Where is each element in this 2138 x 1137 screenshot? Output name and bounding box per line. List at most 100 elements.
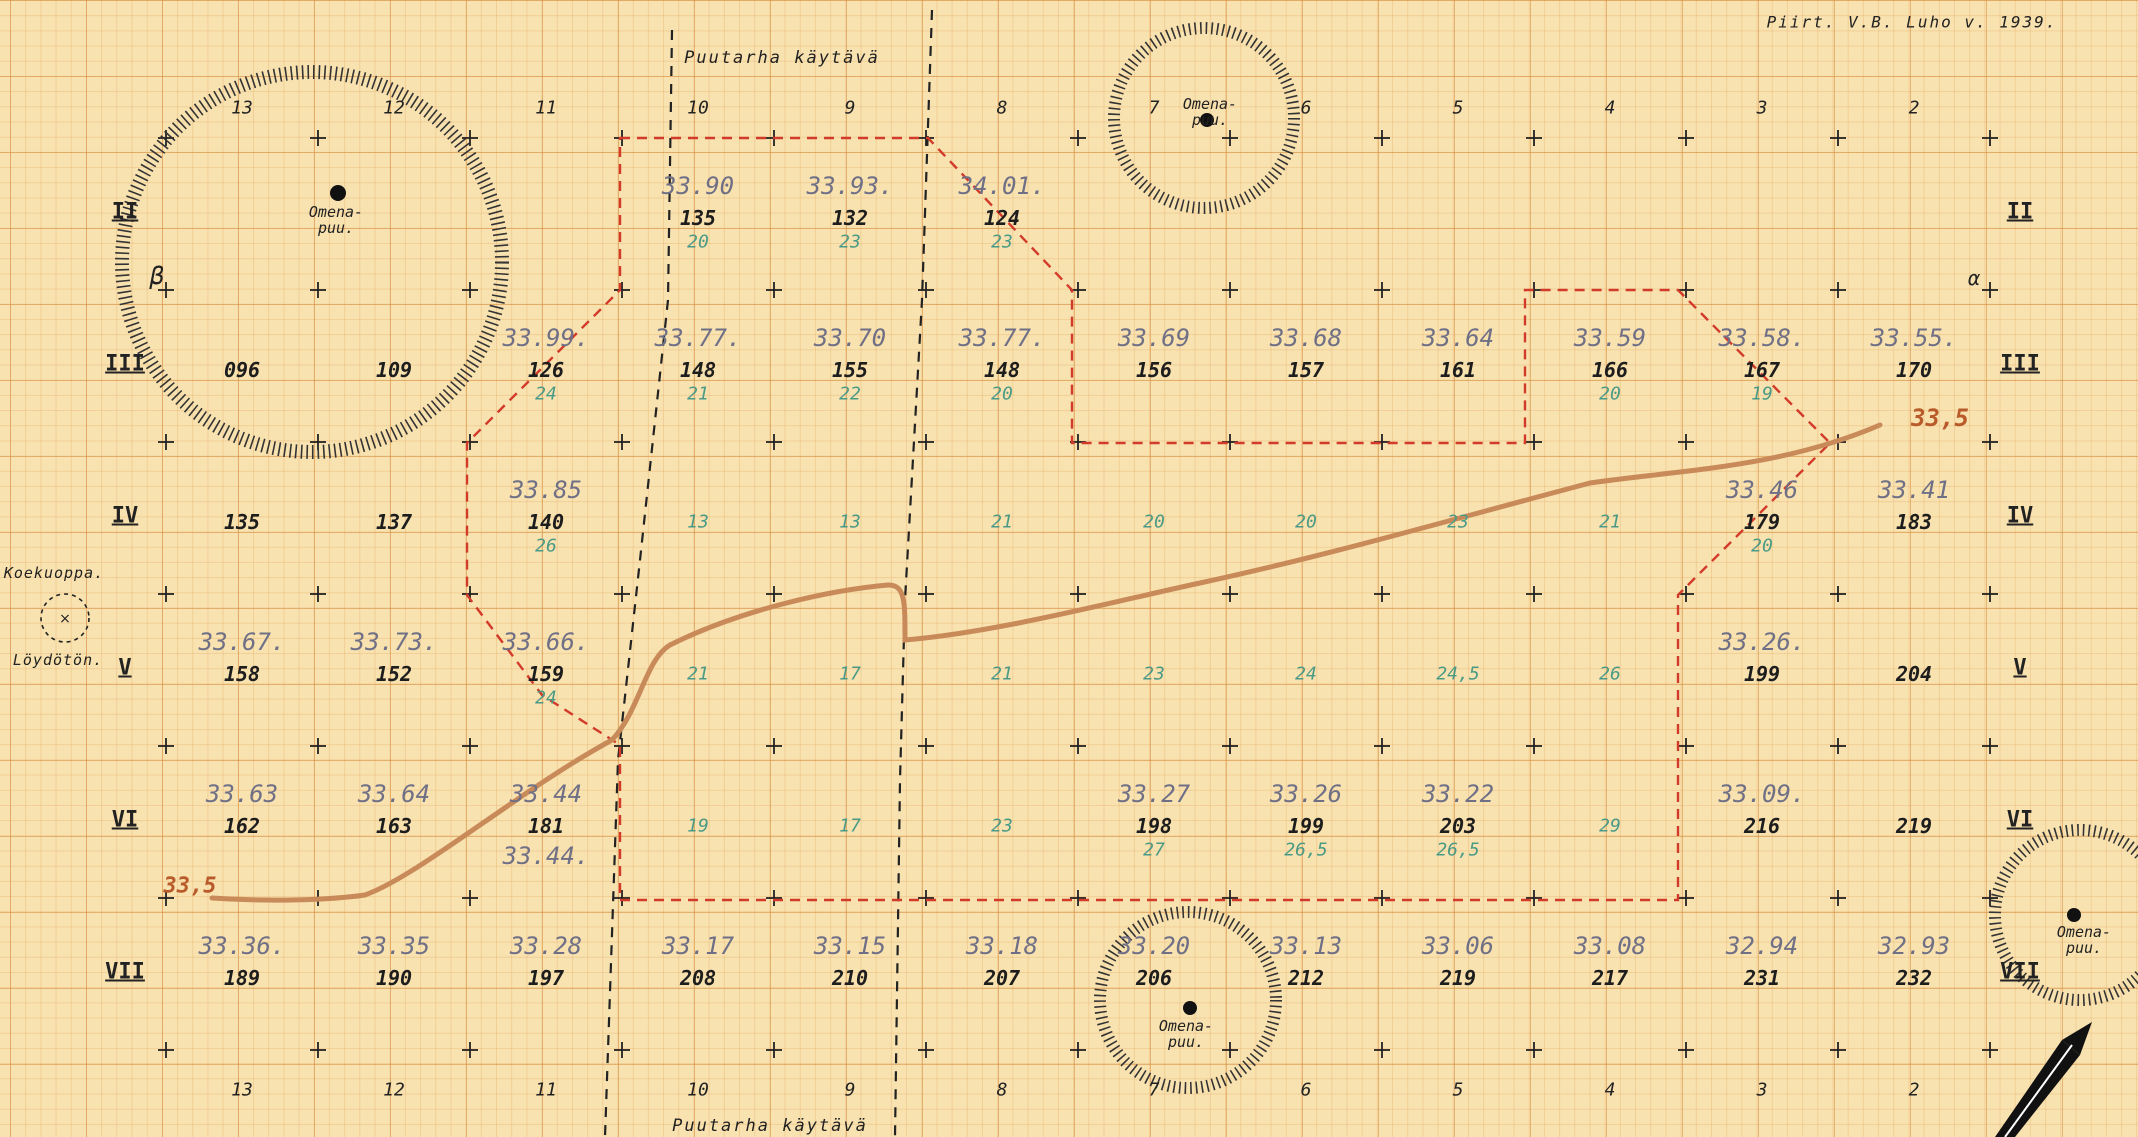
elevation-value: 33.66.: [502, 628, 590, 656]
find-number: 163: [375, 814, 413, 838]
find-number: 137: [375, 510, 413, 534]
depth-value: 23: [1447, 511, 1469, 533]
row-number: III: [2000, 351, 2040, 377]
depth-value: 23: [1143, 663, 1165, 685]
find-number: 199: [1287, 814, 1325, 838]
depth-value: 21: [687, 383, 709, 405]
find-number: 157: [1287, 358, 1325, 382]
find-number: 219: [1895, 814, 1933, 838]
find-number: 216: [1743, 814, 1781, 838]
depth-value: 20: [991, 383, 1013, 405]
tree-trunk-icon: [1183, 1001, 1197, 1015]
find-number: 124: [983, 206, 1021, 230]
elevation-value: 33.85: [509, 476, 583, 504]
find-number: 109: [375, 358, 413, 382]
find-number: 199: [1743, 662, 1781, 686]
tree-canopy-bottom: [1094, 906, 1282, 1094]
depth-value: 20: [1143, 511, 1165, 533]
path-boundary-right: [893, 9, 934, 1137]
elevation-value: 33.63: [205, 780, 279, 808]
depth-value: 26,5: [1284, 839, 1328, 861]
excavation-boundary: [465, 136, 1832, 902]
elevation-value: 33.70: [813, 324, 887, 352]
test-pit-circle: [40, 593, 90, 643]
elevation-value: 33.59: [1573, 324, 1647, 352]
column-number: 13: [231, 97, 253, 119]
find-number: 190: [375, 966, 413, 990]
find-number: 183: [1895, 510, 1933, 534]
column-number: 8: [996, 1079, 1008, 1101]
elevation-value: 33.69: [1117, 324, 1191, 352]
elevation-value: 33.44.: [502, 842, 590, 870]
elevation-value: 34.01.: [958, 172, 1046, 200]
depth-value: 23: [991, 815, 1013, 837]
profile-end-label: 33,5: [1911, 404, 1969, 432]
elevation-value: 33.58.: [1718, 324, 1806, 352]
find-number: 156: [1135, 358, 1173, 382]
marker-alpha: α: [1967, 266, 1983, 290]
elevation-value: 33.18: [965, 932, 1039, 960]
elevation-value: 33.46: [1725, 476, 1799, 504]
tree-label: Omena-puu.: [2056, 923, 2112, 957]
column-number: 13: [231, 1079, 253, 1101]
find-number: 140: [527, 510, 565, 534]
row-number: V: [118, 655, 132, 681]
test-pit-status: Löydötön.: [12, 651, 104, 669]
find-number: 179: [1743, 510, 1781, 534]
depth-value: 19: [687, 815, 709, 837]
column-number: 6: [1300, 97, 1312, 119]
find-number: 162: [223, 814, 261, 838]
test-pit-label: Koekuoppa.: [3, 564, 105, 582]
depth-value: 17: [839, 663, 861, 685]
grid-crosses: [158, 130, 1998, 1058]
elevation-value: 33.28: [509, 932, 583, 960]
profile-start-label: 33,5: [163, 873, 217, 899]
elevation-value: 33.64: [1421, 324, 1495, 352]
tree-canopy-top: [1108, 22, 1300, 214]
depth-value: 17: [839, 815, 861, 837]
depth-value: 19: [1751, 383, 1773, 405]
find-number: 126: [527, 358, 565, 382]
tree-canopy-large: [115, 65, 509, 459]
depth-value: 20: [1295, 511, 1317, 533]
row-number: IV: [2006, 503, 2034, 529]
column-number: 2: [1908, 97, 1920, 119]
column-number: 12: [383, 1079, 405, 1101]
row-number: IV: [111, 503, 139, 529]
tree-label: Omena-puu.: [1158, 1017, 1214, 1051]
depth-value: 21: [991, 511, 1013, 533]
elevation-value: 33.73.: [350, 628, 438, 656]
elevation-value: 33.13: [1269, 932, 1343, 960]
depth-value: 23: [991, 231, 1013, 253]
depth-value: 23: [839, 231, 861, 253]
column-number: 8: [996, 97, 1008, 119]
elevation-value: 33.68: [1269, 324, 1343, 352]
row-number: VII: [2000, 959, 2040, 985]
depth-value: 24: [535, 383, 557, 405]
find-number: 206: [1135, 966, 1173, 990]
elevation-value: 33.99.: [502, 324, 590, 352]
column-number: 7: [1148, 97, 1160, 119]
find-number: 189: [223, 966, 261, 990]
path-label-bottom: Puutarha käytävä: [672, 1116, 868, 1136]
find-number: 096: [223, 358, 261, 382]
depth-value: 13: [687, 511, 709, 533]
elevation-value: 33.06: [1421, 932, 1495, 960]
column-number: 5: [1452, 1079, 1464, 1101]
column-number: 6: [1300, 1079, 1312, 1101]
elevation-value: 33.22: [1421, 780, 1495, 808]
find-number: 181: [527, 814, 565, 838]
tree-trunk-icon: [1200, 113, 1214, 127]
find-number: 217: [1591, 966, 1629, 990]
column-number: 11: [535, 97, 557, 119]
elevation-value: 32.94: [1725, 932, 1799, 960]
column-number: 4: [1604, 1079, 1616, 1101]
column-number: 2: [1908, 1079, 1920, 1101]
column-number: 12: [383, 97, 405, 119]
find-number: 167: [1743, 358, 1781, 382]
elevation-value: 33.09.: [1718, 780, 1806, 808]
column-number: 7: [1148, 1079, 1160, 1101]
find-number: 148: [679, 358, 717, 382]
